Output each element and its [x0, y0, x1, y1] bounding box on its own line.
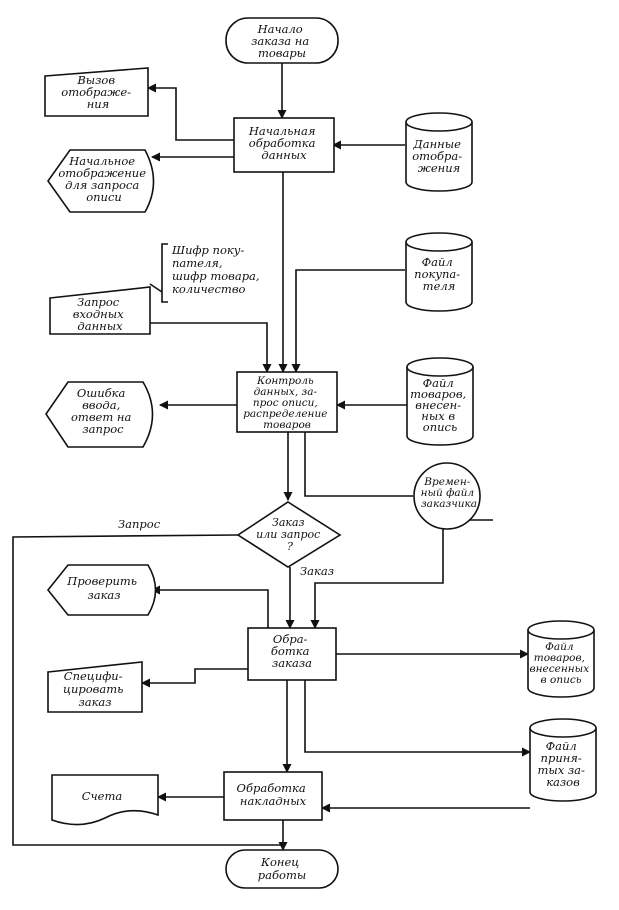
order-or-request-decision: Заказ или запрос ?: [236, 501, 342, 568]
edge-decision-request: [12, 534, 283, 846]
start-text: Начало заказа на товары: [251, 22, 313, 60]
edge-input-codes-annotation: [161, 243, 168, 303]
check-order-output: Проверить заказ: [46, 564, 157, 616]
edge-order-to-check: [151, 585, 269, 628]
temp-customer-file-storage: Времен- ный файл заказчика: [413, 462, 481, 530]
data-control-box: Контроль данных, за- прос описи, распред…: [236, 371, 338, 433]
initial-processing-box: Начальная обработка данных: [233, 117, 335, 173]
goods-file-2-text: Файл товаров, внесенных в опись: [530, 641, 593, 686]
end-text: Конец работы: [258, 855, 306, 882]
edge-order-to-specify: [141, 668, 248, 688]
initial-processing-text: Начальная обработка данных: [248, 124, 319, 162]
specify-order-input: Специфи- цировать заказ: [47, 661, 143, 713]
edge-input-codes-dash: [149, 283, 163, 293]
edge-input-request-to-control: [150, 322, 272, 373]
buyer-file-storage: Файл покупа- теля: [405, 232, 473, 312]
initial-display-text: Начальное отображение для запроса описи: [58, 154, 149, 204]
input-codes-text: Шифр поку- пателя, шифр товара, количест…: [171, 243, 263, 296]
goods-file-storage: Файл товаров, внесен- ных в опись: [406, 357, 474, 446]
input-error-text: Ошибка ввода, ответ на запрос: [71, 386, 135, 436]
edge-temp-file-to-order: [310, 527, 444, 629]
edge-label-order: Заказ: [300, 564, 334, 578]
call-display-text: Вызов отображе- ния: [61, 73, 134, 111]
accepted-orders-file-text: Файл приня- тых за- казов: [537, 739, 588, 789]
specify-order-text: Специфи- цировать заказ: [63, 669, 127, 709]
invoice-processing-text: Обработка накладных: [237, 781, 310, 808]
buyer-file-text: Файл покупа- теля: [414, 255, 464, 293]
order-processing-text: Обра- ботка заказа: [271, 632, 313, 670]
input-error-output: Ошибка ввода, ответ на запрос: [45, 381, 154, 448]
invoice-processing-box: Обработка накладных: [223, 771, 323, 821]
data-control-text: Контроль данных, за- прос описи, распред…: [243, 375, 331, 431]
edge-initial-to-call-display: [147, 83, 235, 141]
temp-customer-file-text: Времен- ный файл заказчика: [421, 476, 478, 510]
edge-label-request: Запрос: [118, 517, 161, 531]
display-data-storage: Данные отобра- жения: [405, 112, 473, 192]
decision-text: Заказ или запрос ?: [256, 516, 324, 553]
edge-control-to-temp-file: [304, 432, 413, 497]
edge-buyer-file-to-control: [291, 269, 405, 373]
edge-order-to-accepted-file: [304, 680, 531, 757]
invoices-document: Счета: [51, 774, 159, 826]
goods-file-text: Файл товаров, внесен- ных в опись: [410, 376, 470, 434]
call-display-input: Вызов отображе- ния: [44, 67, 149, 117]
check-order-text: Проверить заказ: [66, 574, 140, 602]
start-terminator: Начало заказа на товары: [225, 17, 339, 64]
input-request-input: Запрос входных данных: [49, 286, 151, 335]
initial-display-output: Начальное отображение для запроса описи: [47, 149, 155, 213]
input-codes-annotation: Шифр поку- пателя, шифр товара, количест…: [171, 243, 263, 296]
accepted-orders-file-storage: Файл приня- тых за- казов: [529, 718, 597, 802]
input-request-text: Запрос входных данных: [73, 295, 127, 333]
order-processing-box: Обра- ботка заказа: [247, 627, 337, 681]
end-terminator: Конец работы: [225, 849, 339, 889]
display-data-text: Данные отобра- жения: [412, 137, 466, 175]
connectors: [12, 62, 531, 851]
invoices-text: Счета: [82, 789, 123, 803]
goods-file-2-storage: Файл товаров, внесенных в опись: [527, 620, 595, 698]
